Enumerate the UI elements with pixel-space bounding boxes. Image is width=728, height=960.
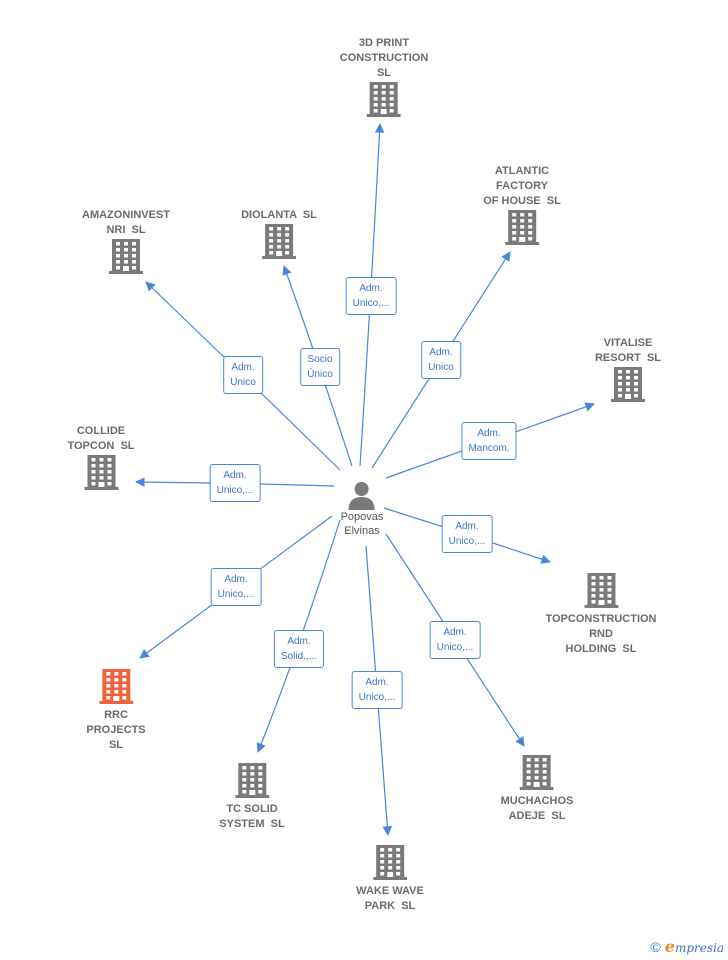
- relation-label-topconstruction[interactable]: Adm. Unico,...: [441, 515, 493, 553]
- building-icon: [366, 82, 401, 117]
- relation-label-3d-print-construction[interactable]: Adm. Unico,...: [345, 277, 397, 315]
- company-name: MUCHACHOS ADEJE SL: [500, 795, 574, 822]
- company-node-vitalise-resort[interactable]: VITALISE RESORT SL: [595, 336, 661, 402]
- brand-initial: e: [664, 937, 675, 956]
- company-name: COLLIDE TOPCON SL: [67, 425, 135, 452]
- building-icon: [505, 210, 539, 245]
- copyright-symbol: ©: [650, 938, 661, 955]
- building-icon: [584, 573, 618, 608]
- company-name: VITALISE RESORT SL: [594, 337, 662, 364]
- company-name: AMAZONINVEST NRI SL: [82, 209, 170, 236]
- building-icon: [262, 224, 296, 259]
- company-node-topconstruction[interactable]: TOPCONSTRUCTION RND HOLDING SL: [545, 572, 657, 657]
- relation-label-vitalise-resort[interactable]: Adm. Mancom.: [461, 422, 517, 460]
- company-name: ATLANTIC FACTORY OF HOUSE SL: [483, 165, 561, 207]
- brand-name: mpresia: [674, 941, 724, 955]
- company-node-wake-wave-park[interactable]: WAKE WAVE PARK SL: [356, 844, 424, 914]
- relation-label-diolanta[interactable]: Socio Único: [300, 348, 340, 386]
- company-node-3d-print-construction[interactable]: 3D PRINT CONSTRUCTION SL: [339, 36, 429, 117]
- building-icon: [372, 845, 407, 880]
- building-icon: [610, 367, 645, 402]
- relation-label-muchachos-adeje[interactable]: Adm. Unico,...: [429, 621, 481, 659]
- brand-logo: empresia: [665, 937, 724, 956]
- relation-label-collide-topcon[interactable]: Adm. Unico,...: [209, 464, 261, 502]
- company-node-diolanta[interactable]: DIOLANTA SL: [241, 208, 317, 259]
- relation-label-amazoninvest[interactable]: Adm. Unico: [223, 356, 263, 394]
- company-name: DIOLANTA SL: [241, 209, 317, 221]
- relation-label-atlantic-factory[interactable]: Adm. Unico: [421, 341, 461, 379]
- person-name: Popovas Elvinas: [340, 511, 384, 537]
- company-node-collide-topcon[interactable]: COLLIDE TOPCON SL: [67, 424, 135, 490]
- company-name: RRC PROJECTS SL: [86, 709, 146, 751]
- person-node[interactable]: Popovas Elvinas: [340, 480, 384, 538]
- building-icon: [235, 763, 269, 798]
- company-name: 3D PRINT CONSTRUCTION SL: [339, 37, 429, 79]
- relation-label-wake-wave-park[interactable]: Adm. Unico,...: [351, 671, 403, 709]
- company-name: TOPCONSTRUCTION RND HOLDING SL: [545, 613, 657, 655]
- person-icon: [349, 482, 375, 510]
- company-node-rrc-projects[interactable]: RRC PROJECTS SL: [86, 668, 146, 753]
- relation-label-tc-solid[interactable]: Adm. Solid.,...: [273, 630, 325, 668]
- footer-brand[interactable]: © empresia: [650, 937, 724, 956]
- company-node-muchachos-adeje[interactable]: MUCHACHOS ADEJE SL: [500, 754, 574, 824]
- company-node-atlantic-factory[interactable]: ATLANTIC FACTORY OF HOUSE SL: [483, 164, 561, 245]
- building-icon: [519, 755, 554, 790]
- company-node-tc-solid[interactable]: TC SOLID SYSTEM SL: [219, 762, 285, 832]
- building-icon: [84, 455, 118, 490]
- building-icon: [98, 669, 133, 704]
- company-node-amazoninvest[interactable]: AMAZONINVEST NRI SL: [82, 208, 170, 274]
- company-name: WAKE WAVE PARK SL: [356, 885, 424, 912]
- company-name: TC SOLID SYSTEM SL: [219, 803, 285, 830]
- relation-label-rrc-projects[interactable]: Adm. Unico,...: [210, 568, 262, 606]
- building-icon: [109, 239, 143, 274]
